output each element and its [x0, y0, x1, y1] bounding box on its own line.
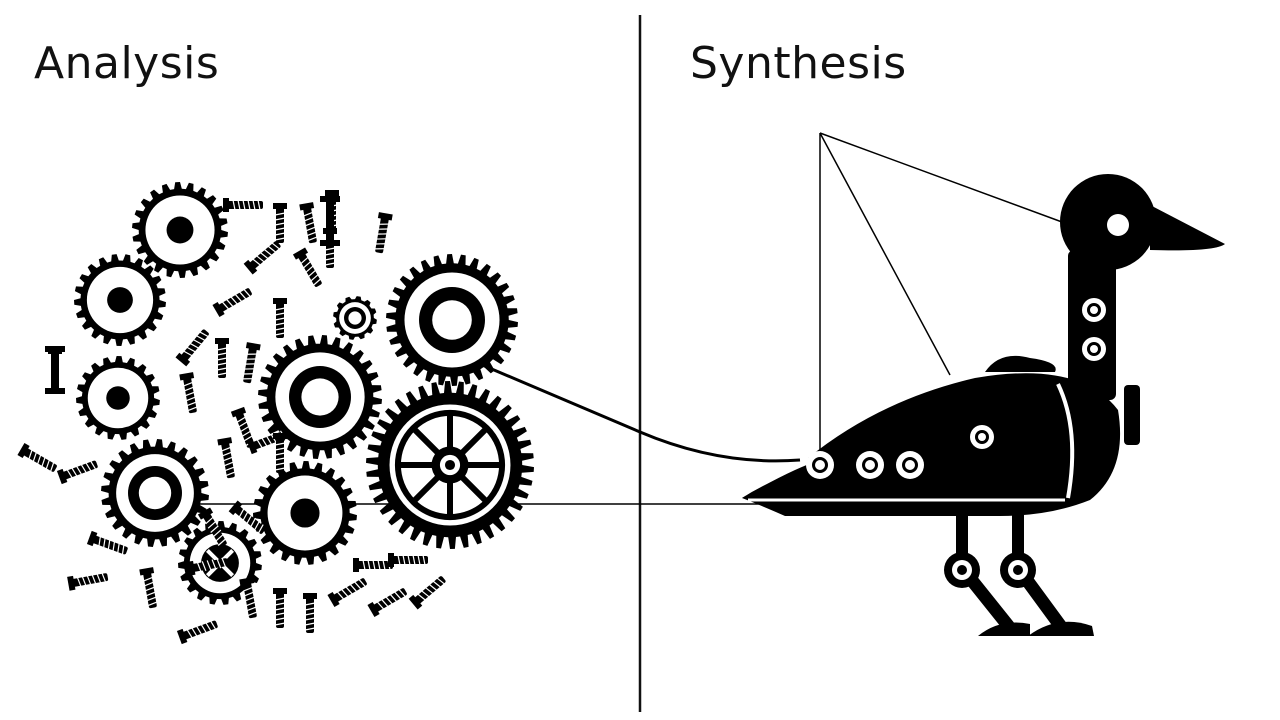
screw-icon: [176, 620, 218, 645]
marionette-strings: [819, 132, 1063, 455]
screw-icon: [292, 247, 322, 287]
screw-icon: [86, 530, 128, 555]
bird-body: [742, 373, 1121, 516]
gears-cluster: [74, 182, 534, 605]
gear-icon: [366, 381, 534, 549]
screw-icon: [243, 241, 281, 275]
scattered-screws: [17, 190, 446, 645]
screw-icon: [67, 572, 109, 591]
screw-icon: [388, 553, 428, 567]
synthesis-title: Synthesis: [690, 38, 907, 89]
screw-icon: [228, 500, 266, 534]
gear-icon: [386, 254, 518, 386]
screw-icon: [242, 342, 261, 384]
gear-icon: [333, 296, 377, 340]
screw-icon: [353, 558, 393, 572]
bird-beak: [1150, 205, 1225, 251]
bird-tail-tip: [742, 460, 820, 498]
gear-icon: [253, 461, 357, 565]
screw-icon: [179, 372, 198, 414]
gear-icon: [132, 182, 228, 278]
screw-icon: [139, 567, 158, 609]
bird-legs: [944, 515, 1094, 636]
analysis-title: Analysis: [34, 38, 220, 89]
screw-icon: [187, 557, 229, 576]
screw-icon: [217, 437, 236, 479]
neck-rivets: [1082, 298, 1106, 361]
screw-icon: [367, 588, 407, 618]
bird-neck: [1068, 250, 1116, 400]
bird-side-fin: [1124, 385, 1140, 445]
screw-icon: [273, 433, 287, 473]
screw-icon: [212, 288, 252, 318]
screw-icon: [223, 198, 263, 212]
screw-icon: [303, 593, 317, 633]
gear-icon: [101, 439, 209, 547]
gear-icon: [76, 356, 160, 440]
screw-icon: [239, 577, 258, 619]
mechanical-bird-icon: [742, 132, 1225, 636]
bolt-icon: [320, 196, 340, 246]
screw-icon: [299, 202, 318, 244]
bird-top-knob: [985, 355, 1056, 372]
bird-eye: [1107, 214, 1129, 236]
gear-icon: [258, 335, 382, 459]
screw-icon: [215, 338, 229, 378]
screw-icon: [175, 329, 209, 367]
screw-icon: [56, 460, 98, 485]
gear-icon: [74, 254, 166, 346]
screw-icon: [273, 298, 287, 338]
bird-wing-line: [1056, 383, 1075, 499]
bolt-icon: [45, 346, 65, 394]
screw-icon: [374, 212, 393, 254]
screw-icon: [327, 578, 367, 608]
body-rivets: [806, 425, 994, 479]
screw-icon: [273, 203, 287, 243]
screw-icon: [408, 576, 446, 610]
curved-link-line: [399, 328, 801, 463]
screw-icon: [273, 588, 287, 628]
screw-icon: [17, 442, 57, 473]
screw-icon: [197, 507, 227, 547]
